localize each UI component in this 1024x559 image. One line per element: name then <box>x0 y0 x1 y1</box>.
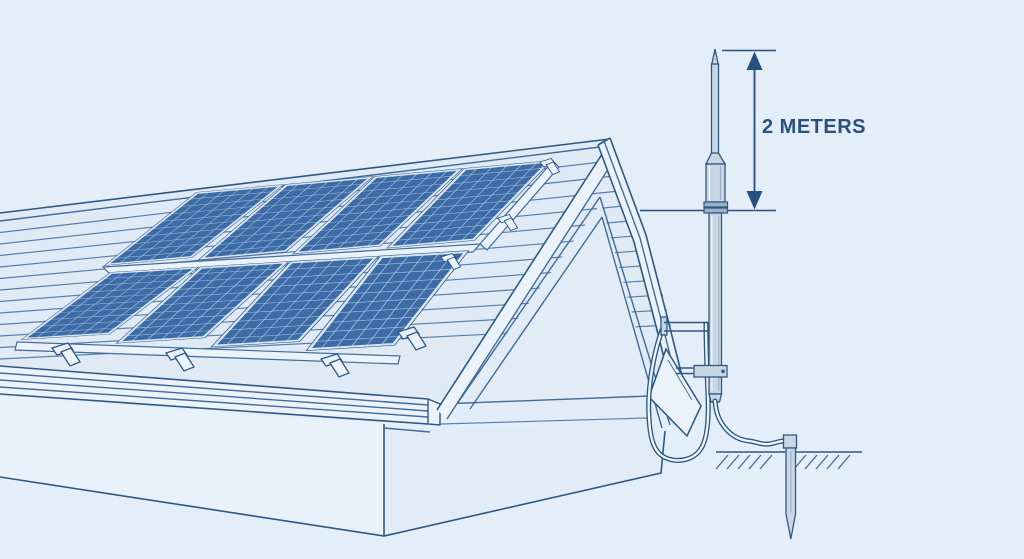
eave-gutter <box>0 365 650 426</box>
gable-wall <box>445 203 665 431</box>
rod-coupling <box>705 163 726 203</box>
soil-hatching <box>715 454 851 470</box>
down-conductor-cable <box>712 398 790 447</box>
dimension-label: 2 METERS <box>762 116 866 138</box>
clamp-bolt <box>721 369 725 374</box>
mast-bottom-cap <box>708 393 723 403</box>
air-terminal-shaft <box>710 63 720 155</box>
solar-panel-array <box>14 158 561 378</box>
dimension-arrow-down <box>746 191 763 210</box>
far-rake-board <box>436 147 617 420</box>
eave-corner-overhang <box>648 347 702 438</box>
mounting-bracket-lower <box>676 367 696 375</box>
gable-soffit-lines <box>439 395 650 425</box>
dimension-annotation: 2 METERS <box>640 49 866 212</box>
front-wall <box>0 396 384 536</box>
ground-rod-clamp <box>782 434 798 449</box>
wall-bottom-edge <box>0 430 666 537</box>
mounting-bracket-upper <box>660 316 710 336</box>
front-rail <box>14 341 401 365</box>
gutter-end-cap <box>427 397 441 426</box>
house-walls <box>0 396 666 537</box>
mast-clamp <box>693 364 728 378</box>
rake-edge-board <box>597 137 689 407</box>
ground-rod <box>782 434 798 540</box>
drip-loop-cable <box>646 317 711 463</box>
lightning-rod <box>660 48 729 403</box>
rod-rings <box>703 201 729 214</box>
ground <box>715 434 862 540</box>
dimension-arrow-up <box>746 51 763 70</box>
side-wall <box>384 428 661 536</box>
